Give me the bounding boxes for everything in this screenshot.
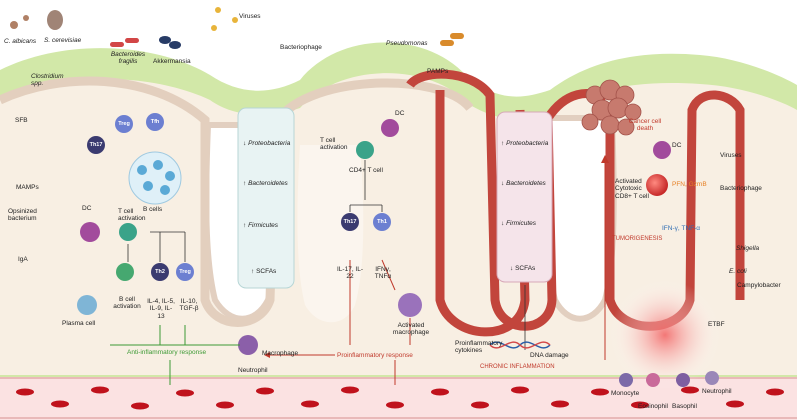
dysbiosis-scfas-row: ↓ SCFAs bbox=[510, 265, 536, 272]
label-opsonized: Opsinized bacterium bbox=[8, 208, 37, 223]
label-dc-right: DC bbox=[672, 142, 682, 149]
label-plasma-cell: Plasma cell bbox=[62, 320, 96, 327]
label-th17-middle: Th17 bbox=[343, 219, 357, 225]
label-th17-cytokines: IL-17, IL-22 bbox=[337, 266, 364, 281]
label-monocyte: Monocyte bbox=[611, 390, 640, 397]
akkermansia-icon bbox=[159, 36, 181, 49]
label-chronic-inflammation: CHRONIC INFLAMMATION bbox=[480, 364, 555, 370]
label-treg: Treg bbox=[179, 269, 191, 275]
label-shigella: Shigella bbox=[736, 245, 760, 252]
healthy-microbiota-box bbox=[237, 107, 295, 289]
label-viruses-right: Viruses bbox=[720, 152, 742, 159]
th2-cell bbox=[151, 263, 169, 281]
label-dc-middle: DC bbox=[395, 110, 405, 117]
virus-icons bbox=[211, 7, 238, 31]
label-cancer-death: Cancer cell death bbox=[628, 118, 662, 133]
label-tfh: Tfh bbox=[150, 119, 160, 125]
th17-middle bbox=[341, 213, 359, 231]
label-tumorigenesis: TUMORIGENESIS bbox=[612, 236, 663, 242]
label-pro-inflammatory: Proinflammatory response bbox=[337, 352, 413, 359]
th1-middle bbox=[373, 213, 391, 231]
activated-macrophage bbox=[398, 293, 422, 317]
label-t-activation-middle: T cell activation bbox=[320, 137, 348, 152]
cancer-cluster bbox=[581, 79, 642, 136]
t-cell-activation bbox=[119, 223, 137, 241]
label-t-activation-left: T cell activation bbox=[118, 208, 146, 223]
dysbiosis-firmicutes-row: ↓ Firmicutes bbox=[501, 220, 537, 227]
healthy-firmicutes-row: ↑ Firmicutes bbox=[243, 222, 279, 229]
th17-cell bbox=[87, 136, 105, 154]
label-pfn-gzmb: PFN, GzmB bbox=[672, 181, 707, 188]
label-th1-middle: Th1 bbox=[377, 219, 387, 225]
label-anti-inflammatory: Anti-inflammatory response bbox=[127, 349, 207, 356]
label-b-cells: B cells bbox=[143, 206, 163, 213]
label-dc-left: DC bbox=[82, 205, 92, 212]
label-th2-cytokines: IL-4, IL-5, IL-9, IL-13 bbox=[147, 298, 175, 320]
dysbiosis-bacteroidetes-row: ↓ Bacteroidetes bbox=[501, 180, 546, 187]
eosinophil bbox=[646, 373, 660, 387]
label-pro-cytokines: Proinflammatory cytokines bbox=[455, 340, 503, 355]
label-mamps: MAMPs bbox=[16, 184, 39, 191]
label-th2: Th2 bbox=[155, 269, 165, 275]
cd4-t-cell bbox=[356, 141, 374, 159]
label-s-cerevisiae: S. cerevisiae bbox=[44, 37, 82, 44]
label-etbf: ETBF bbox=[708, 321, 725, 328]
healthy-scfas-row: ↑ SCFAs bbox=[251, 268, 277, 275]
right-dc bbox=[653, 141, 671, 159]
label-pamps: PAMPs bbox=[427, 68, 449, 75]
label-treg-top: Treg bbox=[118, 121, 130, 127]
label-bacteriophage-top: Bacteriophage bbox=[280, 44, 322, 51]
label-neutrophil-left: Neutrophil bbox=[238, 367, 268, 374]
label-bacteriophage-right: Bacteriophage bbox=[720, 185, 762, 192]
plasma-cell bbox=[77, 295, 97, 315]
bacteroides-icon bbox=[110, 38, 139, 47]
label-ifn-tnf: IFN-γ, TNF-α bbox=[662, 225, 701, 232]
label-clostridium: Clostridium spp. bbox=[31, 73, 64, 88]
label-dna-damage: DNA damage bbox=[530, 352, 569, 359]
label-c-albicans: C. albicans bbox=[4, 38, 37, 45]
label-activated-macrophage: Activated macrophage bbox=[392, 322, 430, 337]
dendritic-cell bbox=[80, 222, 100, 242]
label-ecoli: E. coli bbox=[729, 268, 747, 275]
label-akkermansia: Akkermansia bbox=[153, 58, 191, 65]
label-cd4: CD4+ T cell bbox=[349, 167, 383, 174]
red-blood-cells bbox=[16, 386, 784, 410]
healthy-proteo-row: ↓ Proteobacteria bbox=[243, 140, 291, 147]
label-viruses-top: Viruses bbox=[239, 13, 261, 20]
label-activated-ctl: Activated Cytotoxic CD8+ T cell bbox=[615, 178, 649, 200]
label-th17-left: Th17 bbox=[89, 142, 103, 148]
tfh-cell bbox=[146, 113, 164, 131]
tumor-glow bbox=[610, 280, 720, 390]
label-treg-cytokines: IL-10, TGF-β bbox=[179, 298, 199, 313]
ctl-cell bbox=[646, 174, 668, 196]
label-bacteroides: Bacteroides fragilis bbox=[110, 51, 146, 66]
label-macrophage: Macrophage bbox=[262, 350, 299, 357]
label-th1-cytokines: IFNγ, TNFα bbox=[374, 266, 392, 281]
basophil bbox=[676, 373, 690, 387]
middle-dc bbox=[381, 119, 399, 137]
fungi-icons bbox=[10, 10, 63, 30]
crypt-middle bbox=[297, 145, 364, 323]
dysbiosis-proteo-row: ↑ Proteobacteria bbox=[501, 140, 549, 147]
monocyte bbox=[619, 373, 633, 387]
label-b-activation: B cell activation bbox=[113, 296, 141, 311]
label-pseudomonas: Pseudomonas bbox=[386, 40, 428, 47]
label-basophil: Basophil bbox=[672, 403, 697, 410]
neutrophil-right bbox=[705, 371, 719, 385]
pseudomonas-icon bbox=[440, 33, 464, 46]
label-eosinophil: Eosinophil bbox=[638, 403, 668, 410]
dysbiosis-box bbox=[496, 111, 553, 283]
b-cell-activation bbox=[116, 263, 134, 281]
healthy-bacteroidetes-row: ↑ Bacteroidetes bbox=[243, 180, 288, 187]
label-campylobacter: Campylobacter bbox=[737, 282, 781, 289]
macrophage-left bbox=[238, 335, 258, 355]
label-sfb: SFB bbox=[15, 117, 28, 124]
treg-cell-top bbox=[115, 115, 133, 133]
crypt-right bbox=[543, 115, 617, 322]
treg-cell bbox=[176, 263, 194, 281]
label-neutrophil-right: Neutrophil bbox=[702, 388, 732, 395]
label-iga: IgA bbox=[18, 256, 28, 263]
